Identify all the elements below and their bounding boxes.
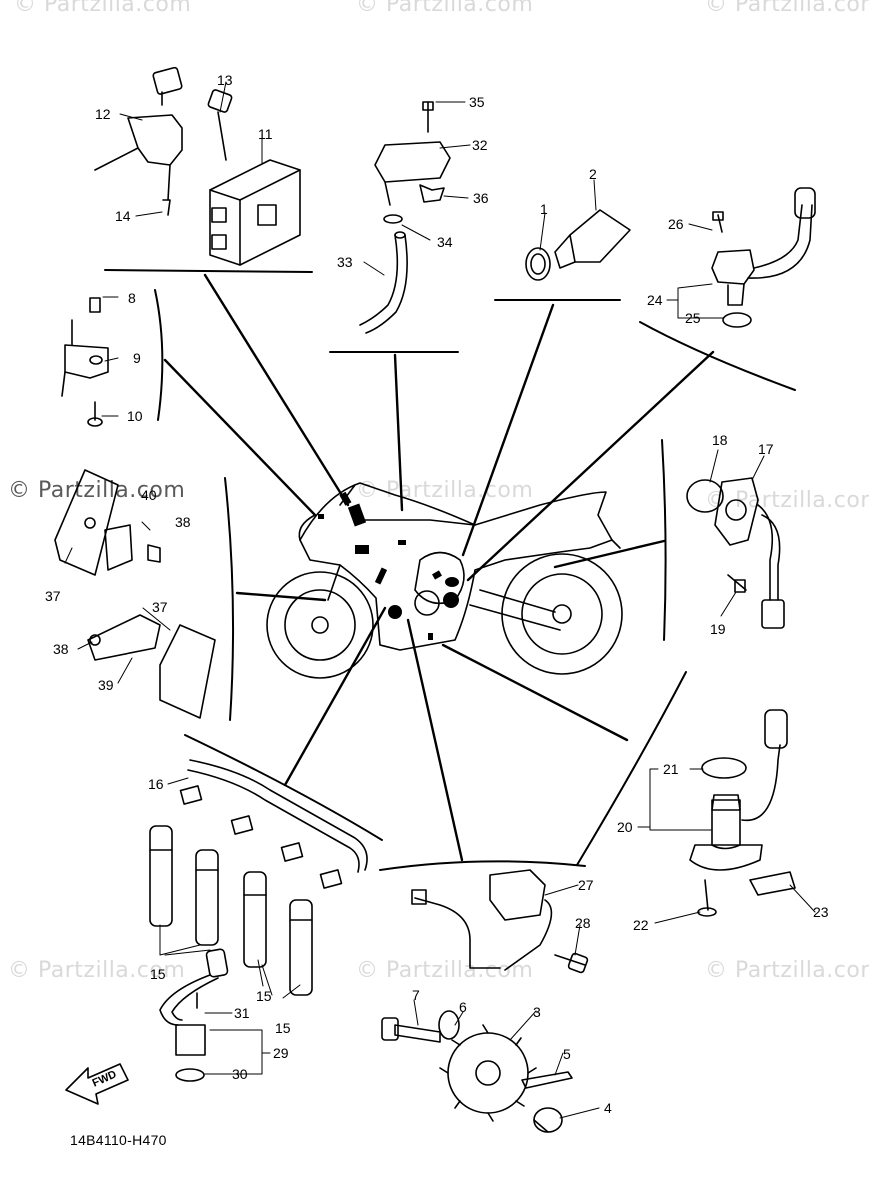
- callout-21: 21: [663, 761, 679, 777]
- callout-37: 37: [152, 599, 168, 615]
- callout-8: 8: [128, 290, 136, 306]
- callout-35: 35: [469, 94, 485, 110]
- callout-25: 25: [685, 310, 701, 326]
- callout-14: 14: [115, 208, 131, 224]
- callout-24: 24: [647, 292, 663, 308]
- callout-10: 10: [127, 408, 143, 424]
- callout-4: 4: [604, 1100, 612, 1116]
- callout-13: 13: [217, 72, 233, 88]
- callout-17: 17: [758, 441, 774, 457]
- callout-6: 6: [459, 999, 467, 1015]
- watermark: © Partzilla.com: [8, 958, 186, 983]
- callout-9: 9: [133, 350, 141, 366]
- callout-23: 23: [813, 904, 829, 920]
- callout-29: 29: [273, 1045, 289, 1061]
- callout-20: 20: [617, 819, 633, 835]
- watermark: © Partzilla.com: [356, 958, 534, 983]
- callout-40: 40: [141, 487, 157, 503]
- callout-27: 27: [578, 877, 594, 893]
- callout-38: 38: [53, 641, 69, 657]
- callout-37: 37: [45, 588, 61, 604]
- diagram-code: 14B4110-H470: [70, 1132, 167, 1148]
- callout-15: 15: [275, 1020, 291, 1036]
- callout-15: 15: [256, 988, 272, 1004]
- watermark: © Partzilla.com: [705, 0, 869, 17]
- callout-5: 5: [563, 1046, 571, 1062]
- callout-26: 26: [668, 216, 684, 232]
- callout-33: 33: [337, 254, 353, 270]
- callout-15: 15: [150, 966, 166, 982]
- watermark: © Partzilla.com: [14, 0, 192, 17]
- callout-18: 18: [712, 432, 728, 448]
- callout-16: 16: [148, 776, 164, 792]
- watermark: © Partzilla.com: [356, 0, 534, 17]
- callout-22: 22: [633, 917, 649, 933]
- callout-12: 12: [95, 106, 111, 122]
- callout-19: 19: [710, 621, 726, 637]
- callout-34: 34: [437, 234, 453, 250]
- callout-30: 30: [232, 1066, 248, 1082]
- callout-28: 28: [575, 915, 591, 931]
- callout-38: 38: [175, 514, 191, 530]
- callout-36: 36: [473, 190, 489, 206]
- callout-1: 1: [540, 201, 548, 217]
- callout-39: 39: [98, 677, 114, 693]
- callout-31: 31: [234, 1005, 250, 1021]
- watermark: © Partzilla.com: [8, 478, 186, 503]
- watermark: © Partzilla.com: [705, 958, 869, 983]
- watermark: © Partzilla.com: [356, 478, 534, 503]
- callout-2: 2: [589, 166, 597, 182]
- callout-7: 7: [412, 987, 420, 1003]
- callout-11: 11: [258, 126, 273, 142]
- callout-32: 32: [472, 137, 488, 153]
- callout-3: 3: [533, 1004, 541, 1020]
